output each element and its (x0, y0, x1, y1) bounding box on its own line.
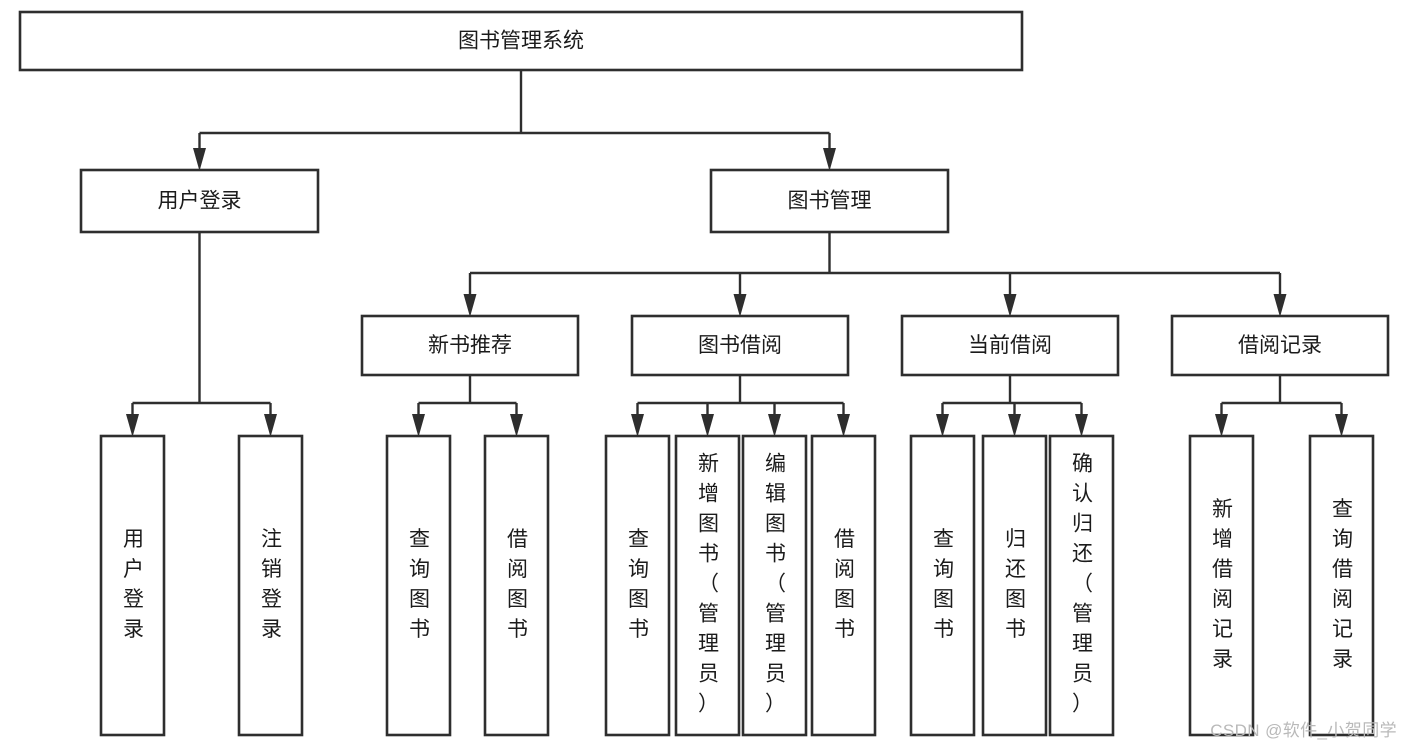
node-box-leaf-add-book (674, 434, 741, 737)
edge-group-new-book-recommend (412, 375, 523, 437)
node-label-leaf-add-book: 新增图书（管理员） (698, 453, 719, 716)
node-box-leaf-user-login (99, 434, 166, 737)
arrow-head-leaf-borrow-book-1 (510, 414, 523, 437)
node-label-borrow-record: 借阅记录 (1238, 334, 1322, 357)
node-label-leaf-query-book-3: 查询图书 (933, 528, 954, 641)
node-leaf-add-record[interactable]: 新增借阅记录 (1188, 434, 1255, 737)
node-label-current-borrow: 当前借阅 (968, 334, 1052, 357)
node-box-leaf-add-record (1188, 434, 1255, 737)
node-label-leaf-confirm-return: 确认归还（管理员） (1072, 453, 1093, 716)
node-current-borrow[interactable]: 当前借阅 (900, 314, 1120, 377)
node-label-user-login: 用户登录 (158, 190, 242, 213)
node-leaf-return-book[interactable]: 归还图书 (981, 434, 1048, 737)
arrow-head-leaf-query-record (1335, 414, 1348, 437)
node-box-leaf-confirm-return (1048, 434, 1115, 737)
edge-group-book-borrow (631, 375, 850, 437)
arrow-head-current-borrow (1003, 294, 1017, 317)
node-box-leaf-query-book-2 (604, 434, 671, 737)
node-label-leaf-return-book: 归还图书 (1005, 528, 1026, 641)
node-box-borrow-record (1170, 314, 1390, 377)
node-leaf-user-login[interactable]: 用户登录 (99, 434, 166, 737)
arrow-head-leaf-edit-book (768, 414, 781, 437)
arrow-head-new-book-recommend (463, 294, 477, 317)
node-box-leaf-borrow-book-2 (810, 434, 877, 737)
arrow-head-leaf-confirm-return (1075, 414, 1088, 437)
arrow-head-user-login (193, 148, 206, 171)
node-label-book-manage: 图书管理 (788, 190, 872, 213)
node-leaf-query-book-3[interactable]: 查询图书 (909, 434, 976, 737)
node-label-leaf-borrow-book-2: 借阅图书 (834, 528, 855, 641)
edges-layer (126, 70, 1348, 437)
node-box-leaf-query-book-1 (385, 434, 452, 737)
node-label-root: 图书管理系统 (458, 30, 584, 53)
edge-group-book-manage (463, 232, 1287, 317)
node-box-book-borrow (630, 314, 850, 377)
arrow-head-leaf-borrow-book-2 (837, 414, 850, 437)
edge-group-root (193, 70, 836, 171)
arrow-head-borrow-record (1273, 294, 1287, 317)
node-box-leaf-logout (237, 434, 304, 737)
node-box-current-borrow (900, 314, 1120, 377)
node-root[interactable]: 图书管理系统 (18, 10, 1024, 72)
node-leaf-borrow-book-2[interactable]: 借阅图书 (810, 434, 877, 737)
node-label-leaf-add-record: 新增借阅记录 (1212, 498, 1233, 671)
node-label-leaf-query-book-2: 查询图书 (628, 528, 649, 641)
node-box-book-manage (709, 168, 950, 234)
node-box-leaf-query-record (1308, 434, 1375, 737)
node-new-book-recommend[interactable]: 新书推荐 (360, 314, 580, 377)
edge-group-user-login (126, 232, 277, 437)
node-leaf-query-book-2[interactable]: 查询图书 (604, 434, 671, 737)
node-label-leaf-user-login: 用户登录 (123, 528, 144, 641)
arrow-head-book-borrow (733, 294, 747, 317)
edge-group-borrow-record (1215, 375, 1348, 437)
arrow-head-leaf-return-book (1008, 414, 1021, 437)
arrow-head-leaf-user-login (126, 414, 139, 437)
node-box-leaf-return-book (981, 434, 1048, 737)
node-label-new-book-recommend: 新书推荐 (428, 334, 512, 357)
nodes-layer: 图书管理系统用户登录图书管理新书推荐图书借阅当前借阅借阅记录用户登录注销登录查询… (18, 10, 1390, 737)
node-leaf-query-record[interactable]: 查询借阅记录 (1308, 434, 1375, 737)
node-label-book-borrow: 图书借阅 (698, 334, 782, 357)
node-leaf-logout[interactable]: 注销登录 (237, 434, 304, 737)
arrow-head-leaf-add-book (701, 414, 714, 437)
node-leaf-add-book[interactable]: 新增图书（管理员） (674, 434, 741, 737)
node-label-leaf-logout: 注销登录 (261, 528, 282, 641)
arrow-head-leaf-logout (264, 414, 277, 437)
node-label-leaf-query-record: 查询借阅记录 (1332, 498, 1353, 671)
edge-group-current-borrow (936, 375, 1088, 437)
node-borrow-record[interactable]: 借阅记录 (1170, 314, 1390, 377)
node-box-leaf-edit-book (741, 434, 808, 737)
node-user-login[interactable]: 用户登录 (79, 168, 320, 234)
arrow-head-leaf-query-book-3 (936, 414, 949, 437)
arrow-head-leaf-query-book-2 (631, 414, 644, 437)
node-leaf-query-book-1[interactable]: 查询图书 (385, 434, 452, 737)
arrow-head-leaf-query-book-1 (412, 414, 425, 437)
node-book-manage[interactable]: 图书管理 (709, 168, 950, 234)
node-box-leaf-query-book-3 (909, 434, 976, 737)
node-leaf-edit-book[interactable]: 编辑图书（管理员） (741, 434, 808, 737)
node-label-leaf-edit-book: 编辑图书（管理员） (765, 453, 786, 716)
node-book-borrow[interactable]: 图书借阅 (630, 314, 850, 377)
node-leaf-confirm-return[interactable]: 确认归还（管理员） (1048, 434, 1115, 737)
arrow-head-book-manage (823, 148, 836, 171)
arrow-head-leaf-add-record (1215, 414, 1228, 437)
node-leaf-borrow-book-1[interactable]: 借阅图书 (483, 434, 550, 737)
node-label-leaf-query-book-1: 查询图书 (409, 528, 430, 641)
node-label-leaf-borrow-book-1: 借阅图书 (507, 528, 528, 641)
node-box-root (18, 10, 1024, 72)
node-box-leaf-borrow-book-1 (483, 434, 550, 737)
node-box-new-book-recommend (360, 314, 580, 377)
node-box-user-login (79, 168, 320, 234)
